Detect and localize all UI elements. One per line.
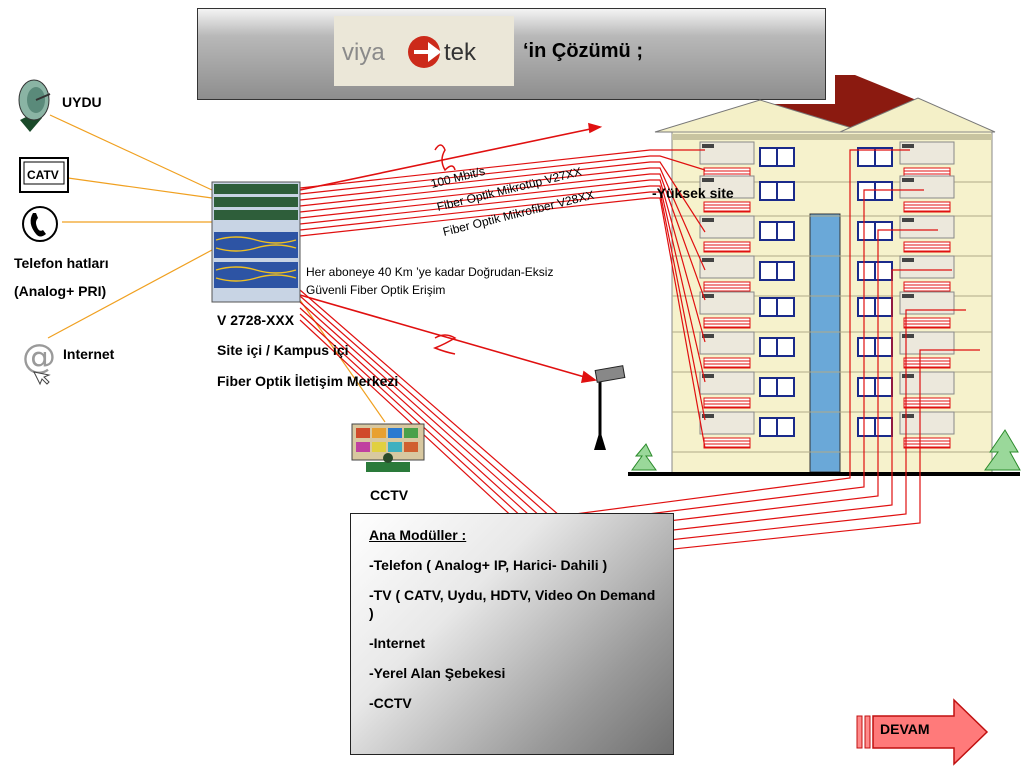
viyatek-logo: viya tek — [334, 16, 514, 86]
svg-text:CATV: CATV — [27, 168, 59, 182]
line-break-icon-top — [434, 144, 456, 172]
line-break-icon-mid — [432, 334, 457, 355]
yuksek-site-label: -Yüksek site — [652, 185, 734, 201]
subscriber-note-line2: Güvenli Fiber Optik Erişim — [306, 283, 446, 297]
telephone-icon — [22, 206, 58, 242]
building — [628, 75, 1021, 476]
catv-tv-icon: CATV — [19, 157, 69, 193]
telefon-label: Telefon hatları — [14, 255, 109, 271]
devam-button-label[interactable]: DEVAM — [880, 721, 930, 737]
module-item: -TV ( CATV, Uydu, HDTV, Video On Demand … — [369, 587, 656, 621]
module-item: -CCTV — [369, 695, 412, 711]
rack-unit-2 — [214, 197, 298, 207]
cctv-label: CCTV — [370, 487, 409, 503]
logo-text-left: viya — [342, 39, 385, 66]
rack-model-label: V 2728-XXX — [217, 312, 295, 328]
module-item: -Yerel Alan Şebekesi — [369, 665, 506, 681]
internet-label: Internet — [63, 346, 115, 362]
internet-at-icon: @ — [22, 337, 56, 386]
modules-box: Ana Modüller : -Telefon ( Analog+ IP, Ha… — [350, 513, 674, 755]
logo-graphic: viya tek — [342, 36, 477, 68]
satellite-dish-icon — [18, 79, 51, 132]
uydu-label: UYDU — [62, 94, 102, 110]
header-title: ‘in Çözümü ; — [523, 40, 643, 62]
subscriber-note-line1: Her aboneye 40 Km ’ye kadar Doğrudan-Eks… — [306, 265, 554, 279]
rack-unit-1 — [214, 184, 298, 194]
cctv-camera-icon — [594, 365, 626, 450]
cctv-monitors-icon — [351, 423, 425, 472]
telefon-type-label: (Analog+ PRI) — [14, 283, 107, 299]
devam-arrow-button[interactable] — [856, 698, 989, 766]
tree-right — [984, 429, 1021, 471]
tree-left — [631, 443, 657, 471]
red-arrows — [299, 122, 603, 383]
fiber-lines — [299, 149, 980, 562]
rack-unit-3 — [214, 210, 298, 220]
logo-text-right: tek — [444, 39, 477, 66]
cornice — [672, 134, 992, 140]
elevator-shaft — [809, 213, 841, 473]
module-item: -Internet — [369, 635, 425, 651]
fiber-rack — [211, 181, 301, 303]
floor-grid — [672, 141, 992, 453]
module-item: -Telefon ( Analog+ IP, Harici- Dahili ) — [369, 557, 608, 573]
modules-title: Ana Modüller : — [369, 527, 467, 543]
logo-arrow-icon — [414, 42, 442, 62]
rack-center-label: Fiber Optik İletişim Merkezi — [217, 373, 399, 389]
svg-text:@: @ — [22, 337, 56, 377]
rack-site-label: Site içi / Kampus içi — [217, 342, 349, 358]
